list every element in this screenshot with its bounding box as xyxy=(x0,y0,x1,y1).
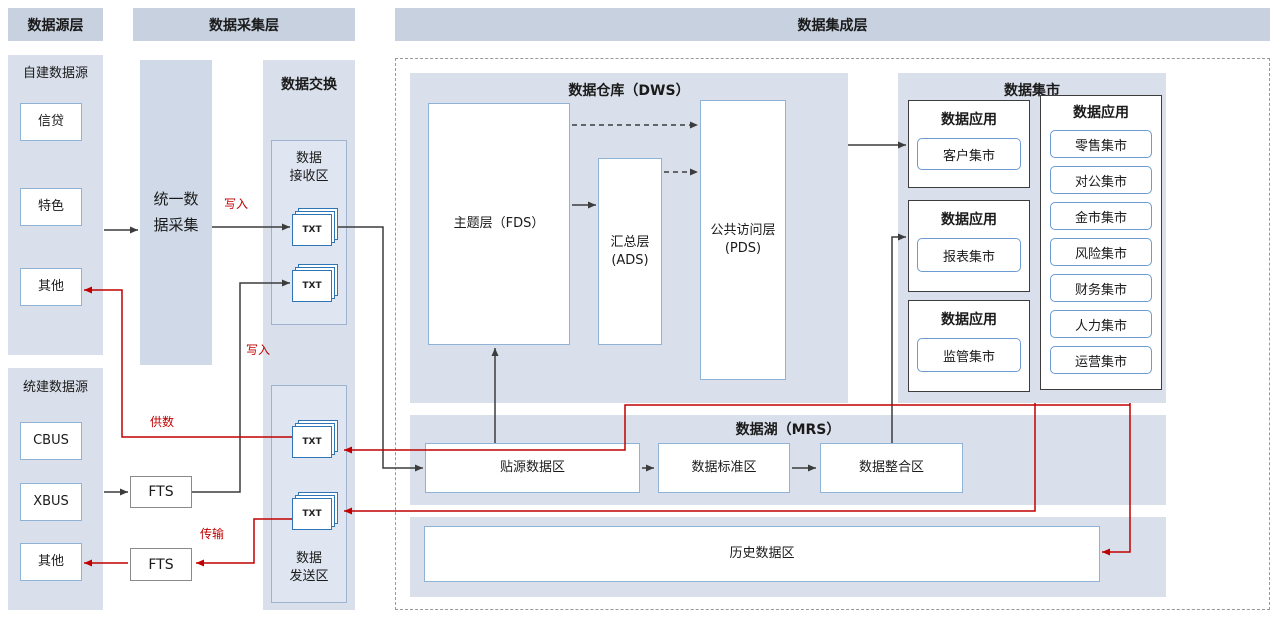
data-app-list-box: 数据应用 零售集市 对公集市 金市集市 风险集市 财务集市 人力集市 运营集市 xyxy=(1040,95,1162,390)
mart-item-retail: 零售集市 xyxy=(1050,130,1152,158)
source-item-other: 其他 xyxy=(20,268,82,306)
txt-file-icon: TXT xyxy=(292,492,338,530)
source-item-xbus: XBUS xyxy=(20,483,82,521)
mart-item-report: 报表集市 xyxy=(917,238,1021,272)
dws-title: 数据仓库（DWS） xyxy=(568,83,690,99)
data-app-title: 数据应用 xyxy=(941,212,997,228)
data-exchange-title: 数据交换 xyxy=(281,77,337,93)
txt-file-icon: TXT xyxy=(292,264,338,302)
source-item-other2: 其他 xyxy=(20,543,82,581)
data-receive-zone-label: 数据 接收区 xyxy=(289,151,329,185)
mart-item-operations: 运营集市 xyxy=(1050,346,1152,374)
mart-item-risk: 风险集市 xyxy=(1050,238,1152,266)
header-collection-layer: 数据采集层 xyxy=(133,8,355,41)
header-integration-layer: 数据集成层 xyxy=(395,8,1270,41)
mart-item-hr: 人力集市 xyxy=(1050,310,1152,338)
data-send-zone-label: 数据 发送区 xyxy=(289,551,329,585)
fds-subject-layer-box: 主题层（FDS） xyxy=(428,103,570,345)
edge-label-supply: 供数 xyxy=(150,415,175,429)
data-app-box-regulatory: 数据应用 监管集市 xyxy=(908,300,1030,392)
txt-file-icon: TXT xyxy=(292,420,338,458)
data-app-box-report: 数据应用 报表集市 xyxy=(908,200,1030,292)
edge-label-write-top: 写入 xyxy=(224,197,249,211)
source-item-credit: 信贷 xyxy=(20,103,82,141)
history-data-box: 历史数据区 xyxy=(424,526,1100,582)
mart-item-corporate: 对公集市 xyxy=(1050,166,1152,194)
mart-item-goldmarket: 金市集市 xyxy=(1050,202,1152,230)
pds-public-access-layer-box: 公共访问层 (PDS) xyxy=(700,100,786,380)
data-app-title: 数据应用 xyxy=(941,312,997,328)
unified-data-collection-box: 统一数 据采集 xyxy=(140,60,212,365)
data-app-title: 数据应用 xyxy=(941,112,997,128)
mart-item-regulatory: 监管集市 xyxy=(917,338,1021,372)
lake-zone-integration: 数据整合区 xyxy=(820,443,963,493)
fts-box-upper: FTS xyxy=(130,476,192,508)
fts-box-lower: FTS xyxy=(130,548,192,581)
lake-zone-standard: 数据标准区 xyxy=(658,443,790,493)
header-source-layer: 数据源层 xyxy=(8,8,103,41)
data-app-box-customer: 数据应用 客户集市 xyxy=(908,100,1030,188)
txt-file-icon: TXT xyxy=(292,208,338,246)
unified-sources-title: 统建数据源 xyxy=(22,380,88,395)
source-item-special: 特色 xyxy=(20,188,82,226)
mart-item-customer: 客户集市 xyxy=(917,138,1021,170)
data-lake-title: 数据湖（MRS） xyxy=(735,422,841,438)
edge-label-transfer: 传输 xyxy=(200,527,225,541)
data-app-title: 数据应用 xyxy=(1073,105,1129,121)
ads-summary-layer-box: 汇总层 (ADS) xyxy=(598,158,662,345)
lake-zone-source: 贴源数据区 xyxy=(425,443,640,493)
source-item-cbus: CBUS xyxy=(20,422,82,460)
mart-item-finance: 财务集市 xyxy=(1050,274,1152,302)
edge-label-write-bottom: 写入 xyxy=(246,343,271,357)
self-built-sources-title: 自建数据源 xyxy=(22,66,88,81)
